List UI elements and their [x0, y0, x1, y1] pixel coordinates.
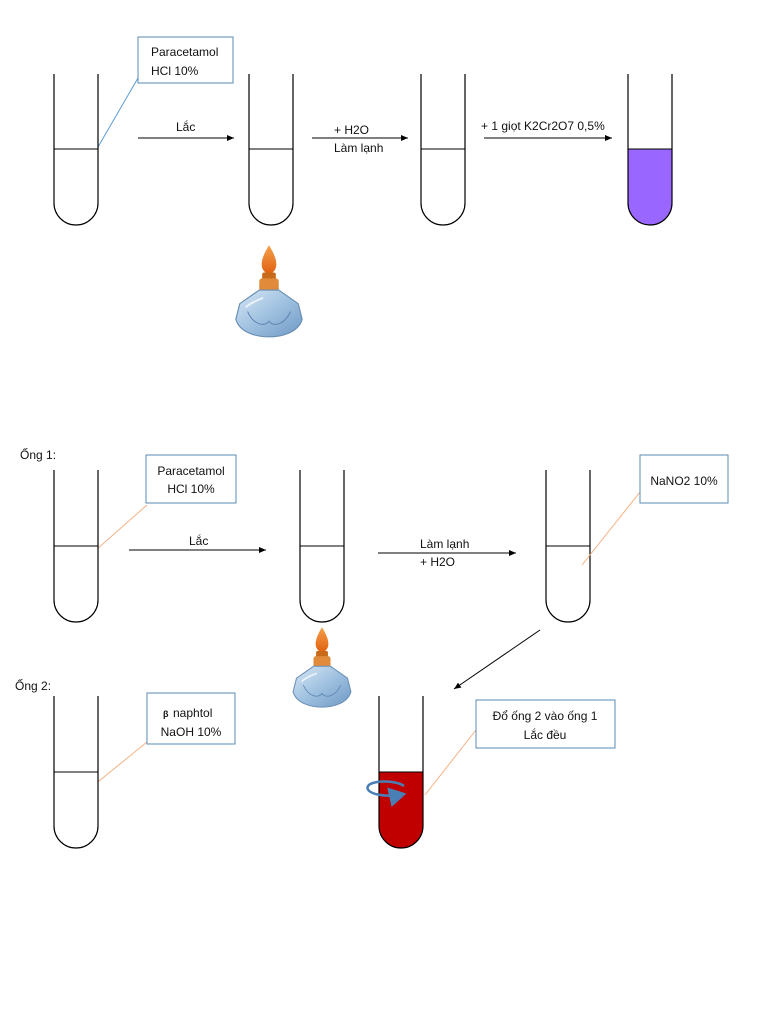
- test-tube-purple: [627, 74, 673, 226]
- arrow-label-shake: Lắc: [189, 533, 208, 548]
- test-tube-b2: [299, 470, 345, 623]
- test-tube-red: [378, 696, 424, 849]
- arrow-label-cool: Làm lạnh: [420, 537, 469, 551]
- instruction-box-mix: Đổ ống 2 vào ống 1 Lắc đều: [475, 699, 616, 749]
- arrow-label-k2cr2o7: + 1 giọt K2Cr2O7 0,5%: [481, 119, 605, 133]
- svg-text:HCl 10%: HCl 10%: [167, 482, 215, 496]
- leader-line: [581, 491, 641, 566]
- test-tube-c1: [53, 696, 99, 849]
- test-tube-b1: [53, 470, 99, 623]
- arrow-label-water: + H2O: [334, 123, 369, 137]
- tube-2-label: Ống 2:: [15, 678, 51, 693]
- alcohol-lamp-icon: [234, 244, 304, 338]
- reagent-box-naphtol-naoh: β naphtol NaOH 10%: [146, 692, 236, 745]
- reagent-box-nano2: NaNO2 10%: [639, 454, 729, 504]
- reagent-box-paracetamol-hcl-2: Paracetamol HCl 10%: [145, 454, 237, 504]
- arrow-label-water: + H2O: [420, 555, 455, 569]
- tube-1-label: Ống 1:: [20, 447, 56, 462]
- svg-text:NaOH 10%: NaOH 10%: [161, 725, 222, 739]
- leader-line: [424, 729, 477, 796]
- reagent-box-paracetamol-hcl: Paracetamol HCl 10%: [137, 36, 234, 84]
- svg-text:β: β: [163, 709, 169, 719]
- svg-text:Đổ ống 2 vào ống 1: Đổ ống 2 vào ống 1: [493, 709, 598, 723]
- test-tube-1: [53, 74, 99, 226]
- arrow-label-cool: Làm lạnh: [334, 141, 383, 155]
- svg-text:naphtol: naphtol: [173, 706, 212, 720]
- swirl-arrow-icon: [366, 780, 407, 808]
- test-tube-3: [420, 74, 466, 226]
- svg-text:NaNO2 10%: NaNO2 10%: [650, 474, 718, 488]
- test-tube-2: [248, 74, 294, 226]
- svg-text:Lắc đều: Lắc đều: [524, 727, 567, 742]
- test-tube-b3: [545, 470, 591, 623]
- arrow-label-shake: Lắc: [176, 119, 195, 134]
- svg-text:Paracetamol: Paracetamol: [157, 464, 224, 478]
- svg-text:HCl 10%: HCl 10%: [151, 64, 199, 78]
- alcohol-lamp-icon: [292, 626, 352, 708]
- arrow-diagonal: [453, 629, 541, 690]
- svg-text:Paracetamol: Paracetamol: [151, 45, 218, 59]
